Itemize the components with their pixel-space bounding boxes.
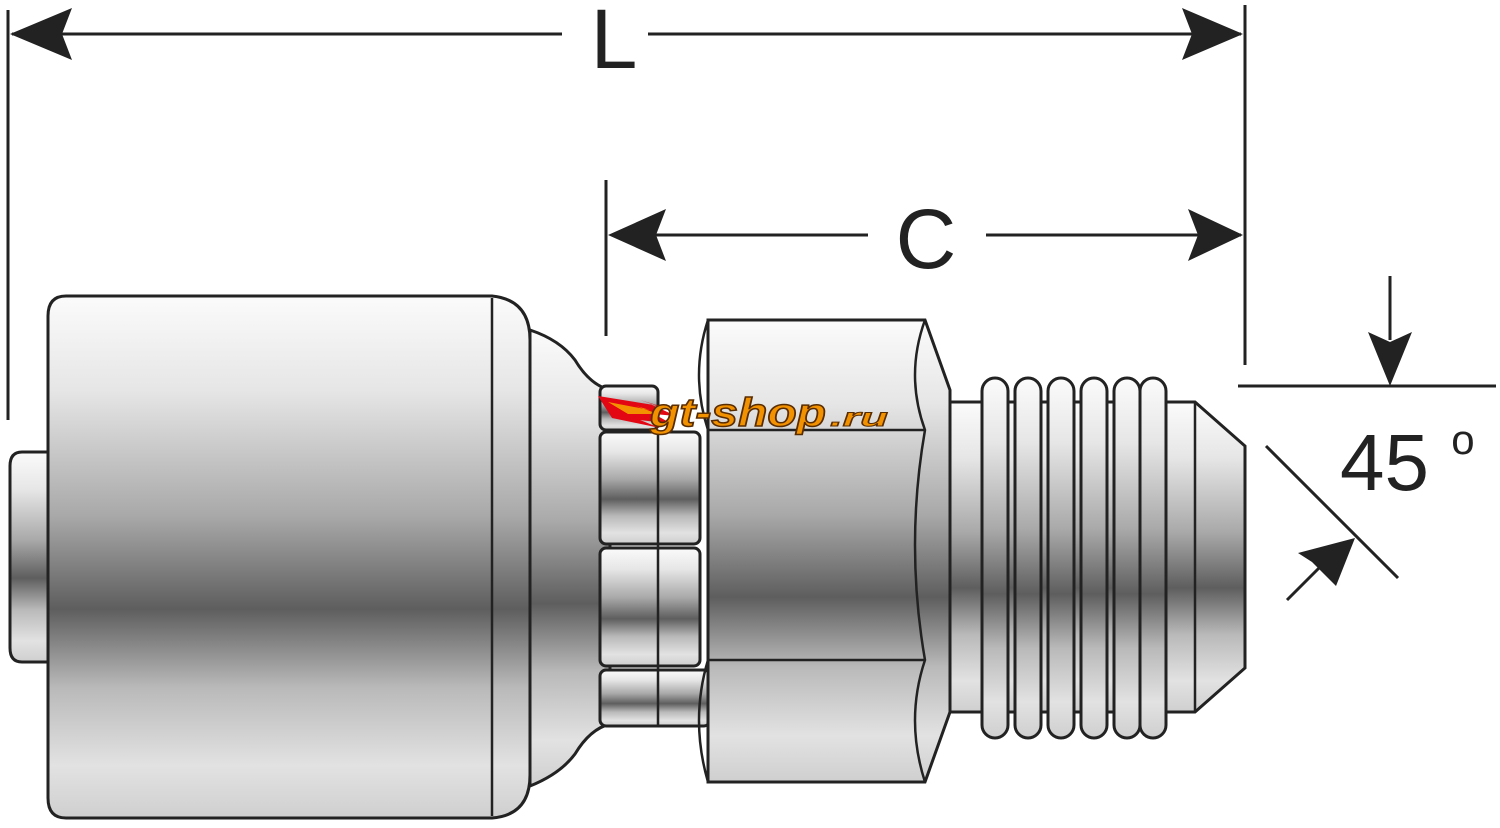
shell-taper bbox=[528, 327, 612, 789]
crimp-shell bbox=[46, 294, 532, 820]
thread-crest bbox=[1079, 376, 1109, 740]
arrowhead bbox=[608, 209, 666, 261]
dimension-L bbox=[6, 5, 1247, 420]
flame-icon bbox=[608, 402, 658, 414]
hose-stub bbox=[8, 450, 50, 664]
arrowhead bbox=[10, 8, 72, 60]
watermark-logo: gt-shop .ru bbox=[598, 390, 889, 436]
thread-crest bbox=[980, 376, 1010, 740]
thread-crest bbox=[1112, 376, 1142, 740]
length-label: L bbox=[591, 0, 638, 86]
neck-ring bbox=[598, 430, 702, 546]
thread-crest bbox=[1046, 376, 1076, 740]
arrowhead bbox=[1188, 209, 1243, 261]
angle-value: 45 bbox=[1340, 418, 1429, 507]
arrowhead bbox=[1298, 538, 1355, 586]
arrowhead bbox=[1368, 332, 1412, 386]
neck-ring bbox=[598, 546, 702, 668]
neck-ring bbox=[598, 668, 712, 728]
dimension-angle bbox=[1238, 276, 1496, 602]
thread-crest bbox=[1138, 376, 1168, 740]
hex-nut bbox=[706, 318, 952, 784]
arrowhead bbox=[1182, 8, 1243, 60]
thread-crest bbox=[1013, 376, 1043, 740]
cutoff-label: C bbox=[896, 192, 957, 286]
dimension-C bbox=[604, 180, 1243, 336]
angle-label: 45 o bbox=[1340, 416, 1475, 507]
angle-unit: o bbox=[1451, 416, 1474, 463]
watermark-suffix: .ru bbox=[830, 402, 888, 432]
watermark-brand: gt-shop bbox=[649, 391, 826, 435]
